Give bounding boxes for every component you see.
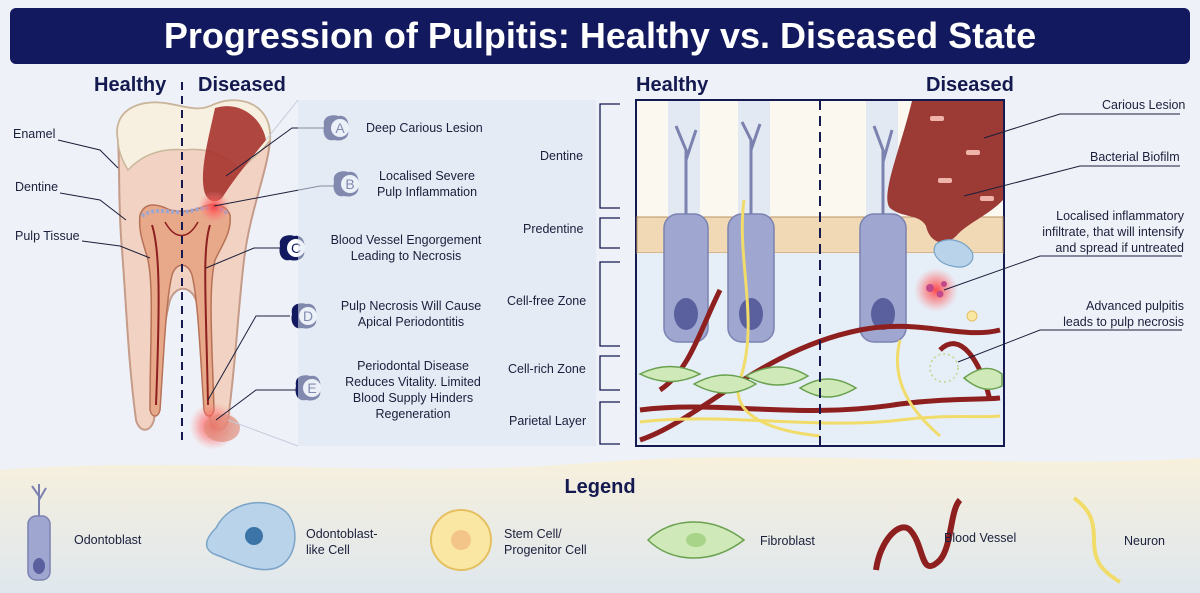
cell-panel (635, 99, 1005, 447)
left-diseased-header: Diseased (198, 74, 286, 96)
legend-odontoblast-icon (27, 484, 51, 581)
stage-e-leader (215, 389, 300, 421)
tooth-illustration (116, 99, 272, 450)
right-diseased-header: Diseased (926, 74, 1014, 96)
necrosis-leader (957, 329, 1182, 363)
page-title: Progression of Pulpitis: Healthy vs. Dis… (10, 8, 1190, 64)
bacterial-biofilm-leader (963, 165, 1180, 197)
vessel-lines (639, 288, 1001, 443)
zoom-panel (298, 100, 596, 446)
legend-neuron-icon (1072, 496, 1122, 584)
layer-dentine-label: Dentine (540, 149, 584, 163)
right-healthy-header: Healthy (636, 74, 709, 96)
enamel-leader (57, 139, 119, 169)
layer-brackets (599, 103, 620, 445)
layer-cell-free-zone-label: Cell-free Zone (507, 294, 587, 308)
legend-icons (27, 484, 1122, 584)
pulp-leader (81, 240, 151, 259)
dentine-label: Dentine (15, 180, 59, 194)
legend-blood-vessel-label: Blood Vessel (944, 531, 1017, 545)
stage-c-letter: C (291, 240, 301, 256)
legend-fibroblast-icon (646, 521, 746, 559)
legend-odontoblast-like-cell-label: Odontoblast-like Cell (306, 527, 378, 557)
inflammation-leader (943, 255, 1182, 291)
legend-fibroblast-label: Fibroblast (760, 534, 815, 548)
bacterial-biofilm-label: Bacterial Biofilm (1090, 150, 1180, 164)
legend-odontoblast-label: Odontoblast (74, 533, 142, 547)
fibroblast-cells (638, 365, 1003, 398)
carious-lesion-leader (983, 113, 1180, 139)
layer-predentine-label: Predentine (523, 222, 584, 236)
dentine-leader (59, 192, 127, 221)
pulp-tissue-label: Pulp Tissue (15, 229, 80, 243)
legend-stem-cell-label: Stem Cell/Progenitor Cell (504, 527, 587, 557)
legend-title: Legend (564, 476, 636, 498)
legend-blood-vessel-icon (873, 497, 963, 571)
stage-c-leader (205, 247, 280, 269)
legend-odontoblast-like-cell-icon (205, 501, 296, 571)
stage-d-leader (207, 315, 290, 401)
legend-stem-cell-icon (430, 509, 492, 571)
carious-lesion-label: Carious Lesion (1102, 98, 1186, 112)
carious-lesion-panel (887, 101, 1003, 243)
layer-parietal-layer-label: Parietal Layer (509, 414, 587, 428)
left-healthy-header: Healthy (94, 74, 167, 96)
layer-cell-rich-zone-label: Cell-rich Zone (508, 362, 586, 376)
enamel-label: Enamel (13, 127, 56, 141)
inflammation-glow (198, 191, 230, 223)
stage-a-text: Deep Carious Lesion (366, 121, 483, 135)
carious-lesion-shape (202, 106, 266, 202)
legend-background (0, 457, 1200, 593)
legend-neuron-label: Neuron (1124, 534, 1165, 548)
